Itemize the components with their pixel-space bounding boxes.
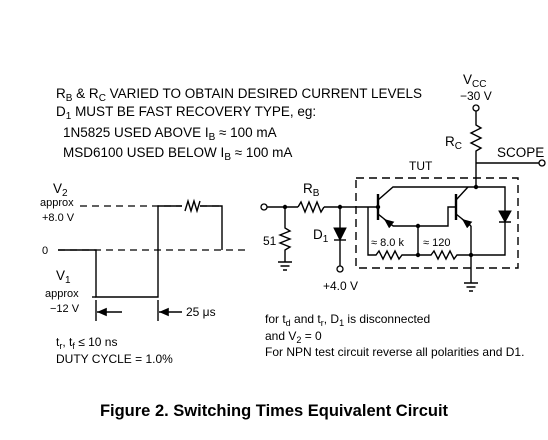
node-base bbox=[375, 204, 381, 210]
rise-fall-label: tr, tf ≤ 10 ns bbox=[56, 335, 117, 351]
figure-caption: Figure 2. Switching Times Equivalent Cir… bbox=[100, 402, 449, 420]
tut-label: TUT bbox=[409, 159, 433, 173]
footnote-line-2: and V2 = 0 bbox=[265, 329, 322, 345]
scope-terminal bbox=[538, 159, 546, 167]
note-line-3: 1N5825 USED ABOVE IB ≈ 100 mA bbox=[63, 125, 277, 143]
emitter-wire bbox=[393, 206, 456, 227]
r51-label: 51 bbox=[263, 234, 277, 248]
footnote-line-3: For NPN test circuit reverse all polarit… bbox=[265, 345, 524, 359]
internal-diode bbox=[498, 210, 512, 224]
rc-label: RC bbox=[445, 134, 462, 152]
tut-box bbox=[355, 177, 519, 269]
r51-resistor bbox=[278, 207, 292, 262]
v1-value: −12 V bbox=[50, 303, 80, 315]
input-waveform: V2 approx +8.0 V 0 V1 approx −12 V 25 μs… bbox=[40, 181, 248, 366]
vcc-label: VCC bbox=[463, 72, 486, 90]
ground-symbol-left bbox=[278, 261, 292, 271]
vcc-terminal bbox=[472, 104, 480, 112]
d1-diode bbox=[333, 227, 347, 242]
bias-terminal bbox=[336, 265, 344, 273]
v1-label: V1 bbox=[56, 268, 71, 286]
waveform-break-icon bbox=[184, 198, 201, 214]
v2-approx: approx bbox=[40, 197, 74, 209]
v2-value: +8.0 V bbox=[42, 212, 75, 224]
pulse-width-label: 25 μs bbox=[186, 305, 216, 319]
zero-label: 0 bbox=[42, 245, 48, 257]
note-line-4: MSD6100 USED BELOW IB ≈ 100 mA bbox=[63, 145, 292, 163]
bias-label: +4.0 V bbox=[323, 279, 358, 293]
r-120-resistor bbox=[417, 226, 471, 261]
note-line-2: D1 MUST BE FAST RECOVERY TYPE, eg: bbox=[56, 104, 316, 122]
note-line-1: RB & RC VARIED TO OBTAIN DESIRED CURRENT… bbox=[56, 86, 422, 104]
v2-label: V2 bbox=[53, 181, 68, 199]
rc-resistor bbox=[469, 111, 483, 168]
d1-label: D1 bbox=[313, 227, 329, 245]
rb-label: RB bbox=[303, 181, 320, 199]
input-terminal bbox=[260, 203, 268, 211]
rb-resistor bbox=[297, 200, 325, 214]
scope-label: SCOPE bbox=[497, 145, 544, 160]
duty-cycle-label: DUTY CYCLE = 1.0% bbox=[56, 352, 173, 366]
r-8k-resistor bbox=[367, 207, 418, 261]
footnote-line-1: for td and tr, D1 is disconnected bbox=[265, 312, 430, 328]
notes-block: RB & RC VARIED TO OBTAIN DESIRED CURRENT… bbox=[56, 86, 422, 163]
r-120-label: ≈ 120 bbox=[423, 237, 450, 249]
node-resistor-mid bbox=[415, 252, 421, 258]
footnote-block: for td and tr, D1 is disconnected and V2… bbox=[265, 312, 524, 359]
collector-bus bbox=[462, 186, 506, 211]
transistor-q2 bbox=[454, 186, 473, 229]
v1-approx: approx bbox=[45, 288, 79, 300]
waveform-trace bbox=[58, 205, 223, 298]
vcc-value: −30 V bbox=[460, 89, 492, 103]
r-8k-label: ≈ 8.0 k bbox=[371, 237, 404, 249]
ground-symbol-right bbox=[464, 282, 478, 292]
